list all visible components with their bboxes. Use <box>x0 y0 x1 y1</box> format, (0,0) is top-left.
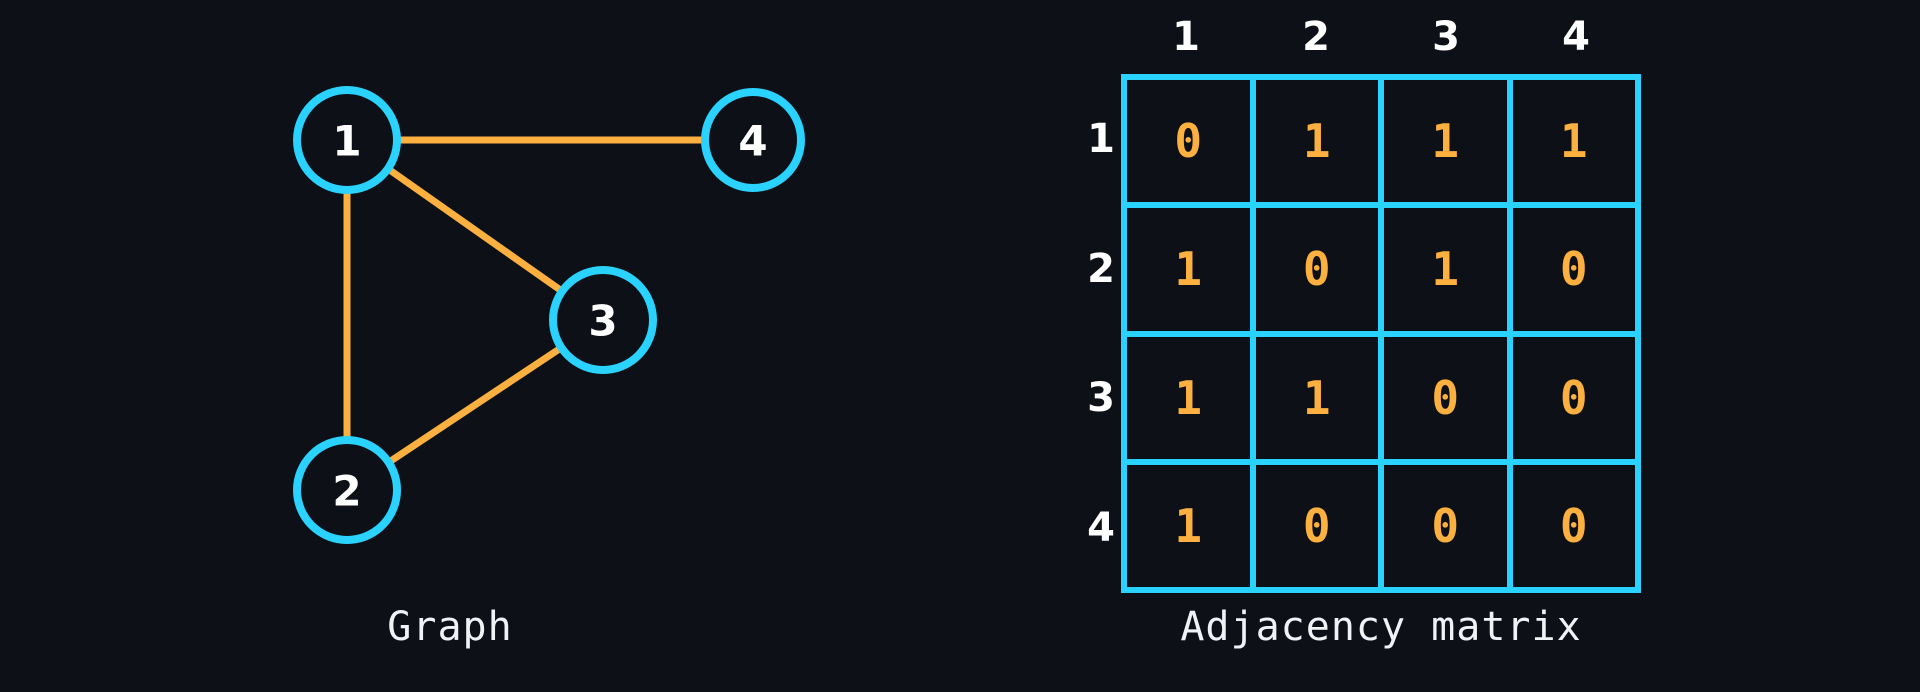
adjacency-matrix-grid: 0 1 1 1 1 0 1 0 1 1 0 0 1 0 0 0 <box>1121 74 1641 593</box>
matrix-cell-r4c2[interactable]: 0 <box>1255 464 1378 587</box>
matrix-cell-r4c3[interactable]: 0 <box>1384 464 1507 587</box>
matrix-cell-r2c1[interactable]: 1 <box>1127 208 1250 331</box>
matrix-cell-r3c3[interactable]: 0 <box>1384 336 1507 459</box>
matrix-caption: Adjacency matrix <box>1180 604 1582 650</box>
graph-node-3[interactable]: 3 <box>549 266 657 374</box>
matrix-cell-r2c2[interactable]: 0 <box>1255 208 1378 331</box>
graph-node-1[interactable]: 1 <box>293 86 401 194</box>
matrix-cell-r3c4[interactable]: 0 <box>1512 336 1635 459</box>
matrix-cell-r2c3[interactable]: 1 <box>1384 208 1507 331</box>
matrix-column-headers: 1 2 3 4 <box>1121 8 1641 66</box>
matrix-row-header-3: 3 <box>1087 375 1115 422</box>
matrix-cell-r3c2[interactable]: 1 <box>1255 336 1378 459</box>
matrix-col-header-4: 4 <box>1562 14 1590 60</box>
matrix-cell-r3c1[interactable]: 1 <box>1127 336 1250 459</box>
node-circle-4 <box>701 88 805 192</box>
node-label-2: 2 <box>332 467 361 516</box>
matrix-panel: 1 2 3 4 1 2 3 4 0 1 1 1 1 0 1 0 1 1 0 0 … <box>1020 0 1720 692</box>
node-circle-3 <box>549 266 657 374</box>
matrix-row-header-1: 1 <box>1087 115 1115 162</box>
node-label-3: 3 <box>588 297 617 346</box>
node-circle-2 <box>293 436 401 544</box>
matrix-cell-r4c1[interactable]: 1 <box>1127 464 1250 587</box>
matrix-cell-r1c4[interactable]: 1 <box>1512 80 1635 203</box>
matrix-cell-r1c3[interactable]: 1 <box>1384 80 1507 203</box>
matrix-row-headers: 1 2 3 4 <box>1040 74 1115 593</box>
graph-panel: 1 2 3 4 Graph <box>0 0 900 692</box>
node-circle-1 <box>293 86 401 194</box>
matrix-cell-r4c4[interactable]: 0 <box>1512 464 1635 587</box>
matrix-cell-r1c2[interactable]: 1 <box>1255 80 1378 203</box>
matrix-col-header-2: 2 <box>1302 14 1330 60</box>
matrix-row-header-4: 4 <box>1087 505 1115 552</box>
matrix-col-header-1: 1 <box>1172 14 1200 60</box>
matrix-cell-r1c1[interactable]: 0 <box>1127 80 1250 203</box>
graph-node-4[interactable]: 4 <box>701 88 805 192</box>
graph-node-2[interactable]: 2 <box>293 436 401 544</box>
matrix-cell-r2c4[interactable]: 0 <box>1512 208 1635 331</box>
graph-diagram: 1 2 3 4 <box>293 86 805 544</box>
node-label-4: 4 <box>738 117 767 166</box>
matrix-col-header-3: 3 <box>1432 14 1460 60</box>
graph-nodes: 1 2 3 4 <box>293 86 805 544</box>
matrix-row-header-2: 2 <box>1087 245 1115 292</box>
graph-caption: Graph <box>387 604 513 650</box>
node-label-1: 1 <box>332 117 361 166</box>
